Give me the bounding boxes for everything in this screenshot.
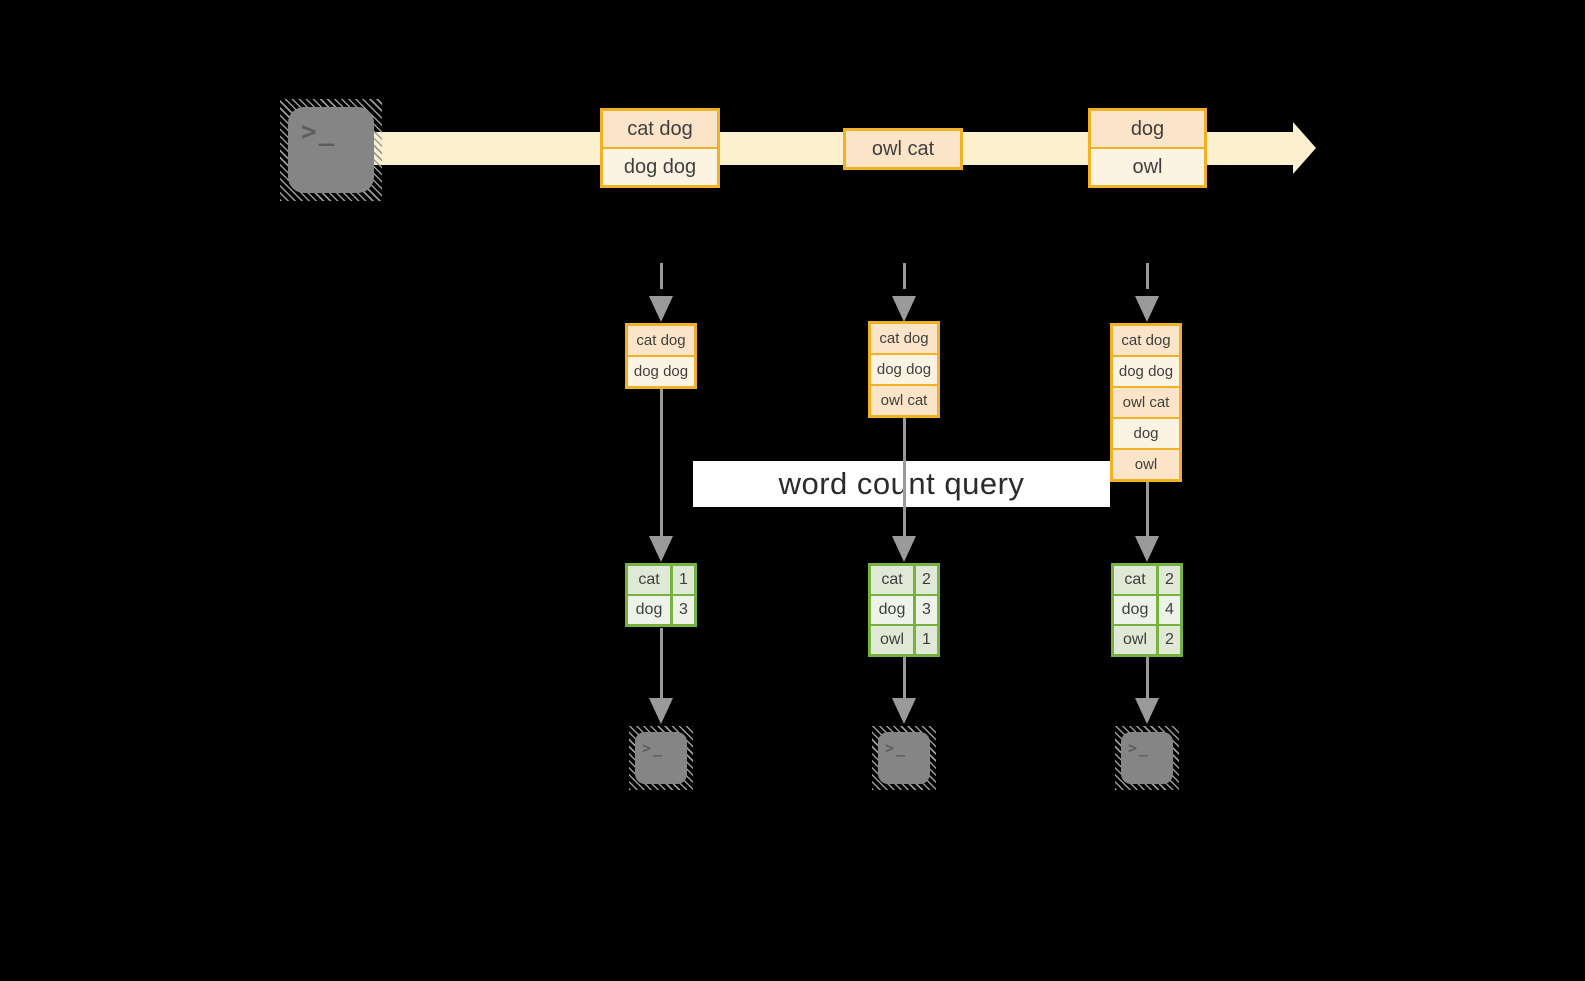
batch-row: dog xyxy=(1091,111,1204,147)
batch-row: cat dog xyxy=(603,111,717,147)
arrow-line xyxy=(660,628,663,698)
stream-arrowhead-icon xyxy=(1293,122,1316,174)
count-cell: 2 xyxy=(1156,626,1180,654)
table-row: dog 3 xyxy=(871,594,937,624)
count-cell: 2 xyxy=(913,566,937,594)
terminal-screen: >_ xyxy=(635,732,687,784)
arrow-head-icon xyxy=(892,698,916,724)
query-label: word count query xyxy=(778,466,1025,501)
state-row: cat dog xyxy=(871,324,937,353)
stream-batch-2: owl cat xyxy=(843,128,963,170)
stream-batch-3: dog owl xyxy=(1088,108,1207,188)
dashed-arrow-dash xyxy=(903,263,906,289)
dashed-arrow-dash xyxy=(660,263,663,289)
dashed-arrow-head-icon xyxy=(892,296,916,322)
table-row: cat 2 xyxy=(1114,566,1180,594)
word-cell: cat xyxy=(628,566,670,594)
arrow-head-icon xyxy=(649,698,673,724)
table-row: cat 1 xyxy=(628,566,694,594)
state-row: dog dog xyxy=(1113,355,1179,386)
table-row: dog 3 xyxy=(628,594,694,624)
count-cell: 1 xyxy=(670,566,694,594)
arrow-line xyxy=(1146,482,1149,536)
table-row: owl 2 xyxy=(1114,624,1180,654)
arrow-line xyxy=(1146,657,1149,698)
arrow-head-icon xyxy=(1135,698,1159,724)
word-cell: dog xyxy=(871,596,913,624)
state-row: owl cat xyxy=(871,384,937,415)
table-row: cat 2 xyxy=(871,566,937,594)
word-cell: dog xyxy=(1114,596,1156,624)
state-box-1: cat dog dog dog xyxy=(625,323,697,389)
count-cell: 4 xyxy=(1156,596,1180,624)
terminal-screen: >_ xyxy=(878,732,930,784)
terminal-prompt-glyph: >_ xyxy=(1128,739,1151,757)
word-cell: owl xyxy=(1114,626,1156,654)
arrow-line xyxy=(903,657,906,698)
state-box-3: cat dog dog dog owl cat dog owl xyxy=(1110,323,1182,482)
count-cell: 1 xyxy=(913,626,937,654)
state-row: cat dog xyxy=(628,326,694,355)
terminal-prompt-glyph: >_ xyxy=(301,117,337,147)
state-row: dog dog xyxy=(628,355,694,386)
wordcount-table-1: cat 1 dog 3 xyxy=(625,563,697,627)
arrow-line xyxy=(660,388,663,536)
dashed-arrow-head-icon xyxy=(649,296,673,322)
state-row: dog xyxy=(1113,417,1179,448)
word-cell: cat xyxy=(871,566,913,594)
table-row: dog 4 xyxy=(1114,594,1180,624)
batch-row: owl xyxy=(1091,147,1204,185)
batch-row: dog dog xyxy=(603,147,717,185)
state-row: owl cat xyxy=(1113,386,1179,417)
count-cell: 2 xyxy=(1156,566,1180,594)
query-label-band: word count query xyxy=(693,461,1110,507)
wordcount-table-3: cat 2 dog 4 owl 2 xyxy=(1111,563,1183,657)
arrow-line xyxy=(903,418,906,536)
wordcount-table-2: cat 2 dog 3 owl 1 xyxy=(868,563,940,657)
source-terminal-icon: >_ xyxy=(280,99,382,201)
arrow-head-icon xyxy=(892,536,916,562)
terminal-prompt-glyph: >_ xyxy=(642,739,665,757)
batch-row: owl cat xyxy=(846,131,960,167)
output-terminal-icon: >_ xyxy=(872,726,936,790)
state-box-2: cat dog dog dog owl cat xyxy=(868,321,940,418)
arrow-head-icon xyxy=(649,536,673,562)
count-cell: 3 xyxy=(913,596,937,624)
dashed-arrow-dash xyxy=(1146,263,1149,289)
word-cell: cat xyxy=(1114,566,1156,594)
state-row: owl xyxy=(1113,448,1179,479)
output-terminal-icon: >_ xyxy=(1115,726,1179,790)
stream-batch-1: cat dog dog dog xyxy=(600,108,720,188)
terminal-prompt-glyph: >_ xyxy=(885,739,908,757)
terminal-screen: >_ xyxy=(1121,732,1173,784)
arrow-head-icon xyxy=(1135,536,1159,562)
table-row: owl 1 xyxy=(871,624,937,654)
output-terminal-icon: >_ xyxy=(629,726,693,790)
terminal-screen: >_ xyxy=(288,107,374,193)
word-cell: owl xyxy=(871,626,913,654)
dashed-arrow-head-icon xyxy=(1135,296,1159,322)
state-row: cat dog xyxy=(1113,326,1179,355)
state-row: dog dog xyxy=(871,353,937,384)
count-cell: 3 xyxy=(670,596,694,624)
word-cell: dog xyxy=(628,596,670,624)
